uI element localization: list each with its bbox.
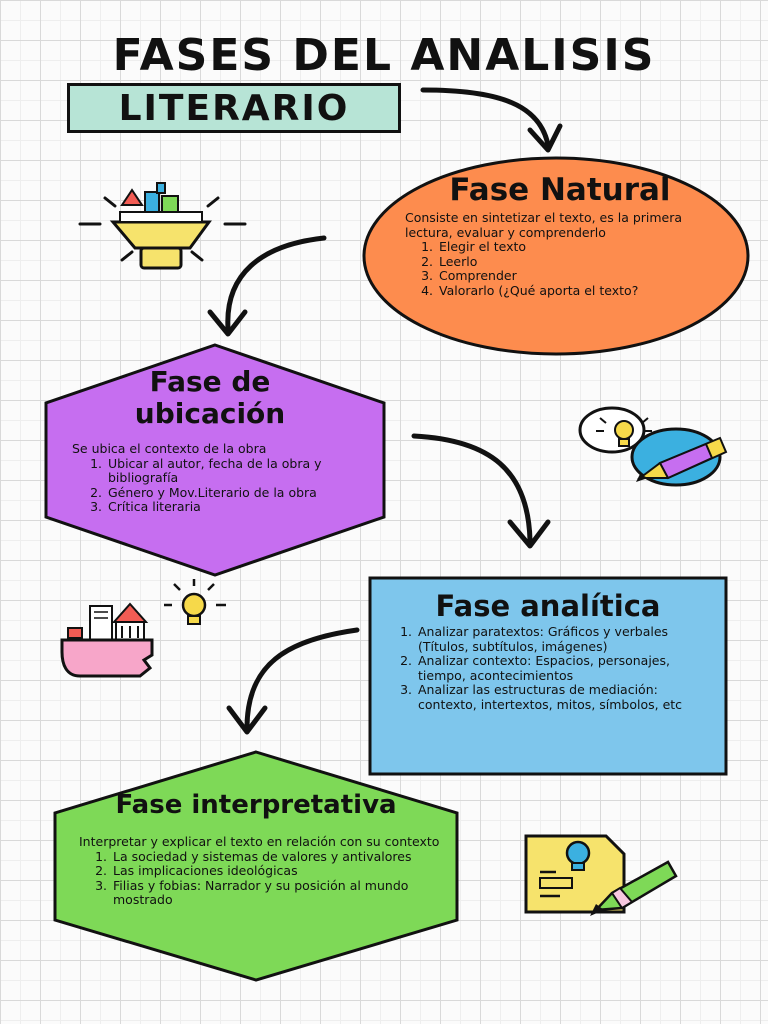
interpretativa-list: La sociedad y sistemas de valores y anti… bbox=[79, 849, 444, 908]
natural-ellipse bbox=[362, 156, 750, 356]
natural-intro: Consiste en sintetizar el texto, es la p… bbox=[405, 210, 683, 240]
interpretativa-intro: Interpretar y explicar el texto en relac… bbox=[79, 834, 440, 849]
arrow-natural-to-ubicacion-head bbox=[207, 309, 248, 337]
list-item: Analizar las estructuras de mediación: c… bbox=[416, 682, 714, 712]
arrow-ubicacion-to-analitica-head bbox=[507, 519, 551, 549]
natural-body: Consiste en sintetizar el texto, es la p… bbox=[405, 210, 705, 299]
interpretativa-body: Interpretar y explicar el texto en relac… bbox=[79, 834, 444, 908]
list-item: Ubicar al autor, fecha de la obra y bibl… bbox=[106, 456, 367, 486]
lightbulb-pencil-icon bbox=[578, 406, 728, 487]
list-item: La sociedad y sistemas de valores y anti… bbox=[111, 849, 444, 865]
analitica-body: Analizar paratextos: Gráficos y verbales… bbox=[384, 624, 714, 712]
page-subtitle: LITERARIO bbox=[118, 87, 350, 129]
arrow-analitica-to-interpretativa-head bbox=[226, 705, 268, 735]
education-book-icon bbox=[60, 579, 226, 678]
list-item: Leerlo bbox=[437, 254, 705, 270]
education-lamp-icon bbox=[78, 182, 247, 270]
interpretativa-title: Fase interpretativa bbox=[115, 790, 397, 820]
analitica-list: Analizar paratextos: Gráficos y verbales… bbox=[384, 624, 714, 712]
ubicacion-title: Fase de ubicación bbox=[134, 365, 286, 430]
analitica-title: Fase analítica bbox=[435, 589, 661, 623]
ubicacion-intro: Se ubica el contexto de la obra bbox=[72, 441, 267, 456]
idea-document-pencil-icon bbox=[524, 834, 678, 916]
analitica-rectangle bbox=[368, 576, 728, 776]
list-item: Comprender bbox=[437, 268, 705, 284]
natural-list: Elegir el texto Leerlo Comprender Valora… bbox=[405, 239, 705, 299]
ubicacion-hexagon bbox=[44, 343, 386, 577]
list-item: Las implicaciones ideológicas bbox=[111, 863, 444, 879]
list-item: Filias y fobias: Narrador y su posición … bbox=[111, 878, 444, 908]
ubicacion-list: Ubicar al autor, fecha de la obra y bibl… bbox=[72, 456, 367, 515]
list-item: Analizar paratextos: Gráficos y verbales… bbox=[416, 624, 714, 654]
interpretativa-hexagon bbox=[53, 750, 459, 982]
list-item: Crítica literaria bbox=[106, 499, 367, 515]
arrow-analitica-to-interpretativa bbox=[244, 627, 360, 729]
list-item: Valorarlo (¿Qué aporta el texto? bbox=[437, 283, 705, 299]
list-item: Analizar contexto: Espacios, personajes,… bbox=[416, 653, 714, 683]
subtitle-box: LITERARIO bbox=[67, 83, 401, 133]
arrow-title-to-natural-head bbox=[527, 123, 563, 153]
list-item: Género y Mov.Literario de la obra bbox=[106, 485, 367, 501]
page-title: FASES DEL ANALISIS bbox=[112, 30, 656, 81]
natural-title: Fase Natural bbox=[449, 172, 671, 208]
ubicacion-body: Se ubica el contexto de la obra Ubicar a… bbox=[72, 441, 367, 515]
arrow-ubicacion-to-analitica bbox=[411, 433, 533, 543]
arrow-title-to-natural bbox=[420, 87, 551, 148]
arrow-natural-to-ubicacion bbox=[225, 235, 327, 331]
list-item: Elegir el texto bbox=[437, 239, 705, 255]
